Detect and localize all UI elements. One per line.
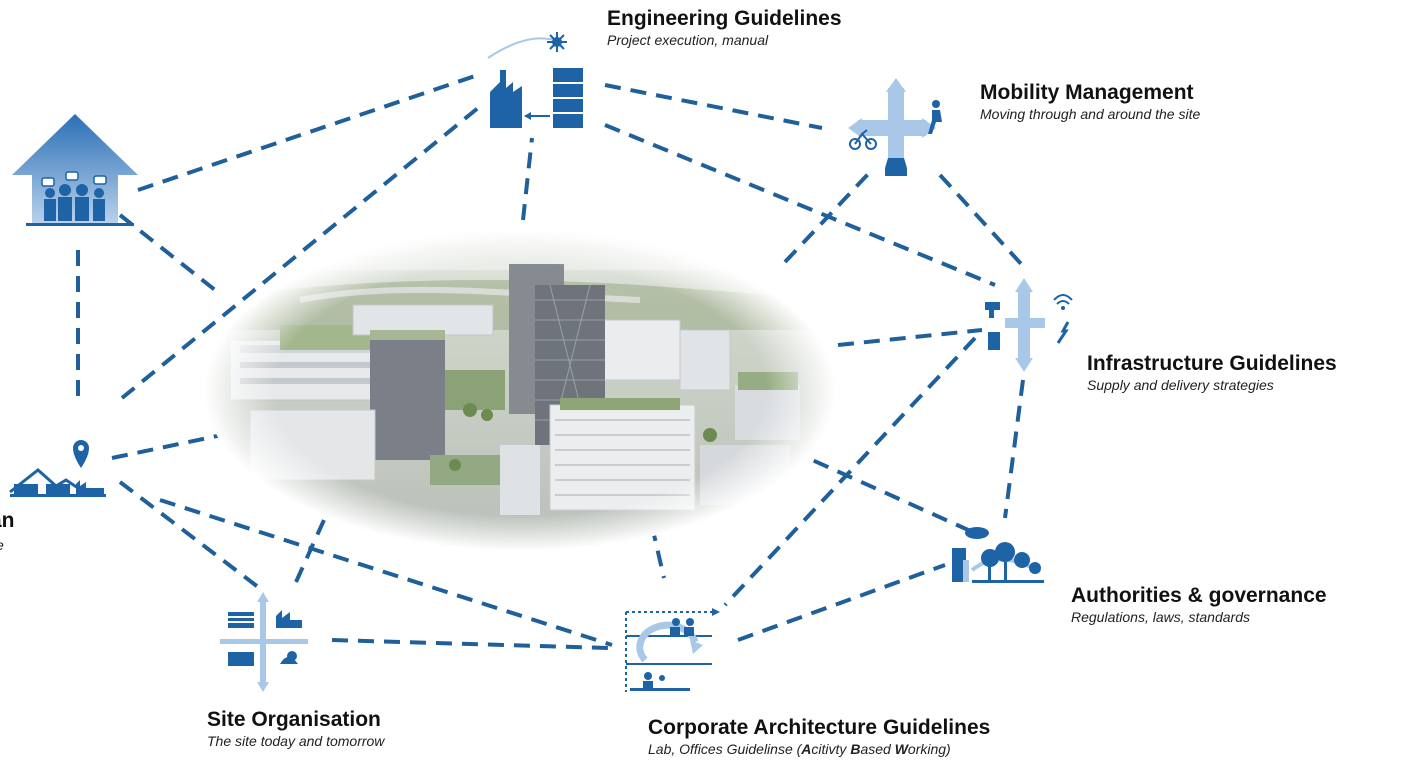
corporate-subtitle-part: orking): [907, 741, 951, 757]
corporate-subtitle: Lab, Offices Guidelinse (Acitivty Based …: [648, 740, 990, 758]
authorities-subtitle: Regulations, laws, standards: [1071, 609, 1250, 625]
activity-cycle-icon: [625, 608, 720, 692]
factory-building-icon: [487, 32, 583, 128]
mobility-label: Mobility Management Moving through and a…: [980, 81, 1200, 123]
corporate-subtitle-part: citivty: [811, 741, 851, 757]
corporate-subtitle-part: ased: [860, 741, 895, 757]
master-plan-title-text: an: [0, 509, 15, 532]
master-plan-subtitle-text: e: [0, 537, 4, 553]
people-growth-icon: [12, 114, 138, 226]
corporate-subtitle-initial: W: [894, 741, 908, 757]
connector-lines: [76, 73, 1025, 650]
corporate-title: Corporate Architecture Guidelines: [648, 716, 991, 739]
authorities-label: Authorities & governance Regulations, la…: [1071, 584, 1327, 626]
site-quadrants-icon: [220, 592, 308, 692]
infrastructure-label: Infrastructure Guidelines Supply and del…: [1087, 352, 1337, 394]
site-organisation-subtitle: The site today and tomorrow: [207, 733, 385, 749]
corporate-subtitle-initial: B: [850, 741, 861, 757]
mobility-subtitle: Moving through and around the site: [980, 106, 1201, 122]
engineering-subtitle: Project execution, manual: [607, 32, 769, 48]
mobility-crossroads-icon: [848, 78, 942, 176]
landscape-regulation-icon: [952, 527, 1044, 583]
infrastructure-title: Infrastructure Guidelines: [1087, 352, 1337, 375]
site-organisation-label: Site Organisation The site today and tom…: [207, 708, 384, 750]
master-plan-title-fragment: an: [0, 509, 16, 533]
utilities-supply-icon: [985, 278, 1073, 372]
corporate-subtitle-part: Lab, Offices Guidelinse (: [648, 741, 802, 757]
authorities-title: Authorities & governance: [1071, 584, 1327, 607]
mobility-title: Mobility Management: [980, 81, 1194, 104]
engineering-title: Engineering Guidelines: [607, 7, 842, 30]
master-plan-subtitle-fragment: e: [0, 537, 8, 553]
infrastructure-subtitle: Supply and delivery strategies: [1087, 377, 1274, 393]
corporate-label: Corporate Architecture Guidelines Lab, O…: [648, 716, 990, 758]
site-organisation-title: Site Organisation: [207, 708, 381, 731]
engineering-label: Engineering Guidelines Project execution…: [607, 7, 842, 49]
corporate-subtitle-initial: A: [801, 741, 812, 757]
location-pin-landscape-icon: [9, 440, 106, 497]
